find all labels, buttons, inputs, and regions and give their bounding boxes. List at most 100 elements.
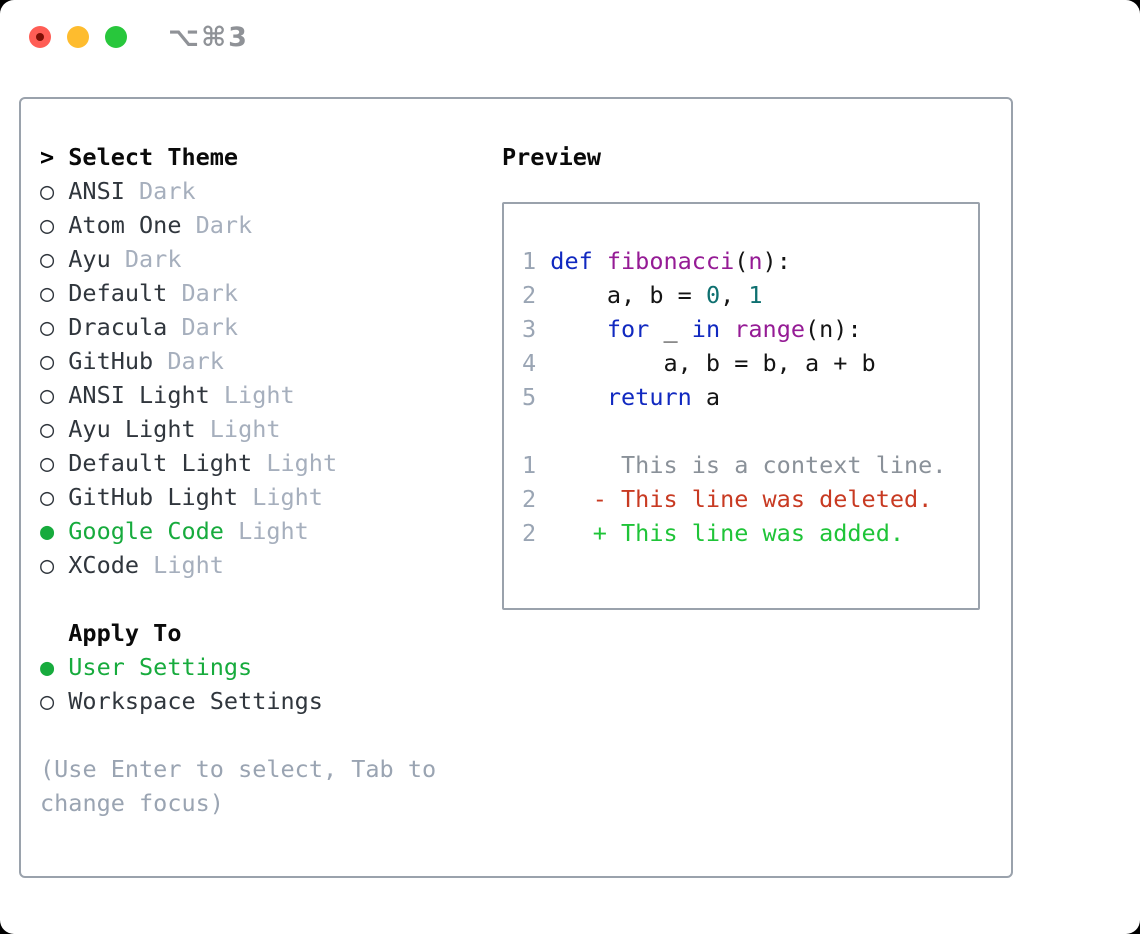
radio-icon: ○	[40, 483, 55, 511]
theme-variant: Dark	[110, 245, 182, 273]
line-number: 2	[522, 281, 551, 309]
token-pln: ):	[762, 247, 791, 275]
code-line: 1 def fibonacci(n):	[522, 244, 978, 278]
theme-item-google-code[interactable]: ●Google Code Light	[40, 514, 460, 548]
token-lit: 0	[705, 281, 721, 309]
apply-option-user-settings[interactable]: ●User Settings	[40, 650, 460, 684]
radio-icon: ○	[40, 245, 55, 273]
spacer	[40, 718, 460, 752]
token-pln: ,	[720, 281, 749, 309]
token-fn: range	[734, 315, 805, 343]
code-line: 5 return a	[522, 380, 978, 414]
line-number: 1	[522, 247, 551, 275]
theme-variant: Dark	[181, 211, 253, 239]
radio-icon: ○	[40, 415, 55, 443]
radio-icon: ○	[40, 381, 55, 409]
line-number: 1	[522, 451, 551, 479]
code-line: 2 - This line was deleted.	[522, 482, 978, 516]
code-line: 2 + This line was added.	[522, 516, 978, 550]
theme-item-xcode[interactable]: ○ XCode Light	[40, 548, 460, 582]
radio-icon: ○	[40, 279, 55, 307]
theme-name: Dracula	[68, 313, 168, 341]
code-line: 4 a, b = b, a + b	[522, 346, 978, 380]
token-pln	[550, 315, 607, 343]
token-pln: a, b =	[550, 281, 706, 309]
apply-to-header: Apply To	[40, 616, 460, 650]
preview-header: Preview	[502, 140, 980, 174]
token-kw: in	[691, 315, 721, 343]
theme-variant: Dark	[153, 347, 224, 375]
minimize-button[interactable]	[67, 26, 89, 48]
radio-icon: ○	[40, 687, 55, 715]
radio-icon: ○	[40, 347, 55, 375]
apply-option-workspace-settings[interactable]: ○ Workspace Settings	[40, 684, 460, 718]
token-pln: _	[649, 315, 692, 343]
radio-icon: ○	[40, 211, 55, 239]
theme-item-ayu-light[interactable]: ○Ayu Light Light	[40, 412, 460, 446]
theme-name: Default Light	[68, 449, 253, 477]
theme-name: Default	[68, 279, 168, 307]
theme-item-default-light[interactable]: ○Default Light Light	[40, 446, 460, 480]
radio-icon: ○	[40, 313, 55, 341]
theme-name: GitHub	[68, 347, 154, 375]
theme-item-ansi[interactable]: ○ANSI Dark	[40, 174, 460, 208]
theme-name: GitHub Light	[68, 483, 239, 511]
theme-item-github-light[interactable]: ○ GitHub Light Light	[40, 480, 460, 514]
theme-picker-panel: >Select Theme ○ANSI Dark○Atom One Dark○A…	[19, 97, 1013, 878]
spacer	[40, 582, 460, 616]
hint-text: (Use Enter to select, Tab to change focu…	[40, 755, 437, 817]
theme-item-dracula[interactable]: ○ Dracula Dark	[40, 310, 460, 344]
token-pln: a	[691, 383, 721, 411]
theme-variant: Light	[223, 517, 309, 545]
theme-item-atom-one[interactable]: ○ Atom One Dark	[40, 208, 460, 242]
theme-variant: Light	[139, 551, 224, 579]
theme-name: ANSI Light	[68, 381, 210, 409]
theme-item-github[interactable]: ○ GitHub Dark	[40, 344, 460, 378]
token-lit: 1	[748, 281, 763, 309]
token-pln	[550, 383, 607, 411]
titlebar: ⌥⌘3	[0, 0, 1140, 74]
preview-column: Preview 1 def fibonacci(n):2 a, b = 0, 1…	[502, 140, 980, 610]
token-ctx: This is a context line.	[550, 451, 947, 479]
code-line	[522, 414, 978, 448]
theme-item-default[interactable]: ○Default Dark	[40, 276, 460, 310]
theme-name: Atom One	[68, 211, 182, 239]
cursor-icon: >	[40, 143, 55, 171]
line-number	[522, 417, 536, 445]
apply-to-list: ●User Settings ○ Workspace Settings	[40, 650, 460, 718]
theme-name: Ayu Light	[68, 415, 196, 443]
radio-icon: ○	[40, 551, 55, 579]
token-pln: a, b = b, a + b	[550, 349, 876, 377]
theme-name: ANSI	[68, 177, 125, 205]
line-number: 4	[522, 349, 551, 377]
line-number: 2	[522, 519, 551, 547]
code-line: 2 a, b = 0, 1	[522, 278, 978, 312]
select-theme-header: > Select Theme	[40, 140, 460, 174]
token-kw: return	[606, 383, 692, 411]
theme-name: Ayu	[68, 245, 111, 273]
apply-to-title: Apply To	[68, 619, 182, 647]
apply-option-label: Workspace Settings	[68, 687, 323, 715]
select-theme-title: Select Theme	[68, 143, 239, 171]
unsaved-changes-dot-icon	[36, 33, 44, 41]
theme-variant: Dark	[167, 313, 239, 341]
token-pln	[720, 315, 734, 343]
code-line: 3 for _ in range(n):	[522, 312, 978, 346]
line-number: 3	[522, 315, 551, 343]
theme-variant: Light	[252, 449, 338, 477]
theme-name: XCode	[68, 551, 140, 579]
line-number: 2	[522, 485, 551, 513]
code-line: 1 This is a context line.	[522, 448, 978, 482]
zoom-button[interactable]	[105, 26, 127, 48]
preview-title: Preview	[502, 143, 602, 171]
theme-item-ayu[interactable]: ○ Ayu Dark	[40, 242, 460, 276]
token-pln: (n):	[805, 315, 862, 343]
token-add: + This line was added.	[550, 519, 905, 547]
window-title: ⌥⌘3	[168, 22, 249, 53]
token-del: - This line was deleted.	[550, 485, 933, 513]
theme-item-ansi-light[interactable]: ○ANSI Light Light	[40, 378, 460, 412]
close-button[interactable]	[29, 26, 51, 48]
theme-variant: Light	[238, 483, 323, 511]
